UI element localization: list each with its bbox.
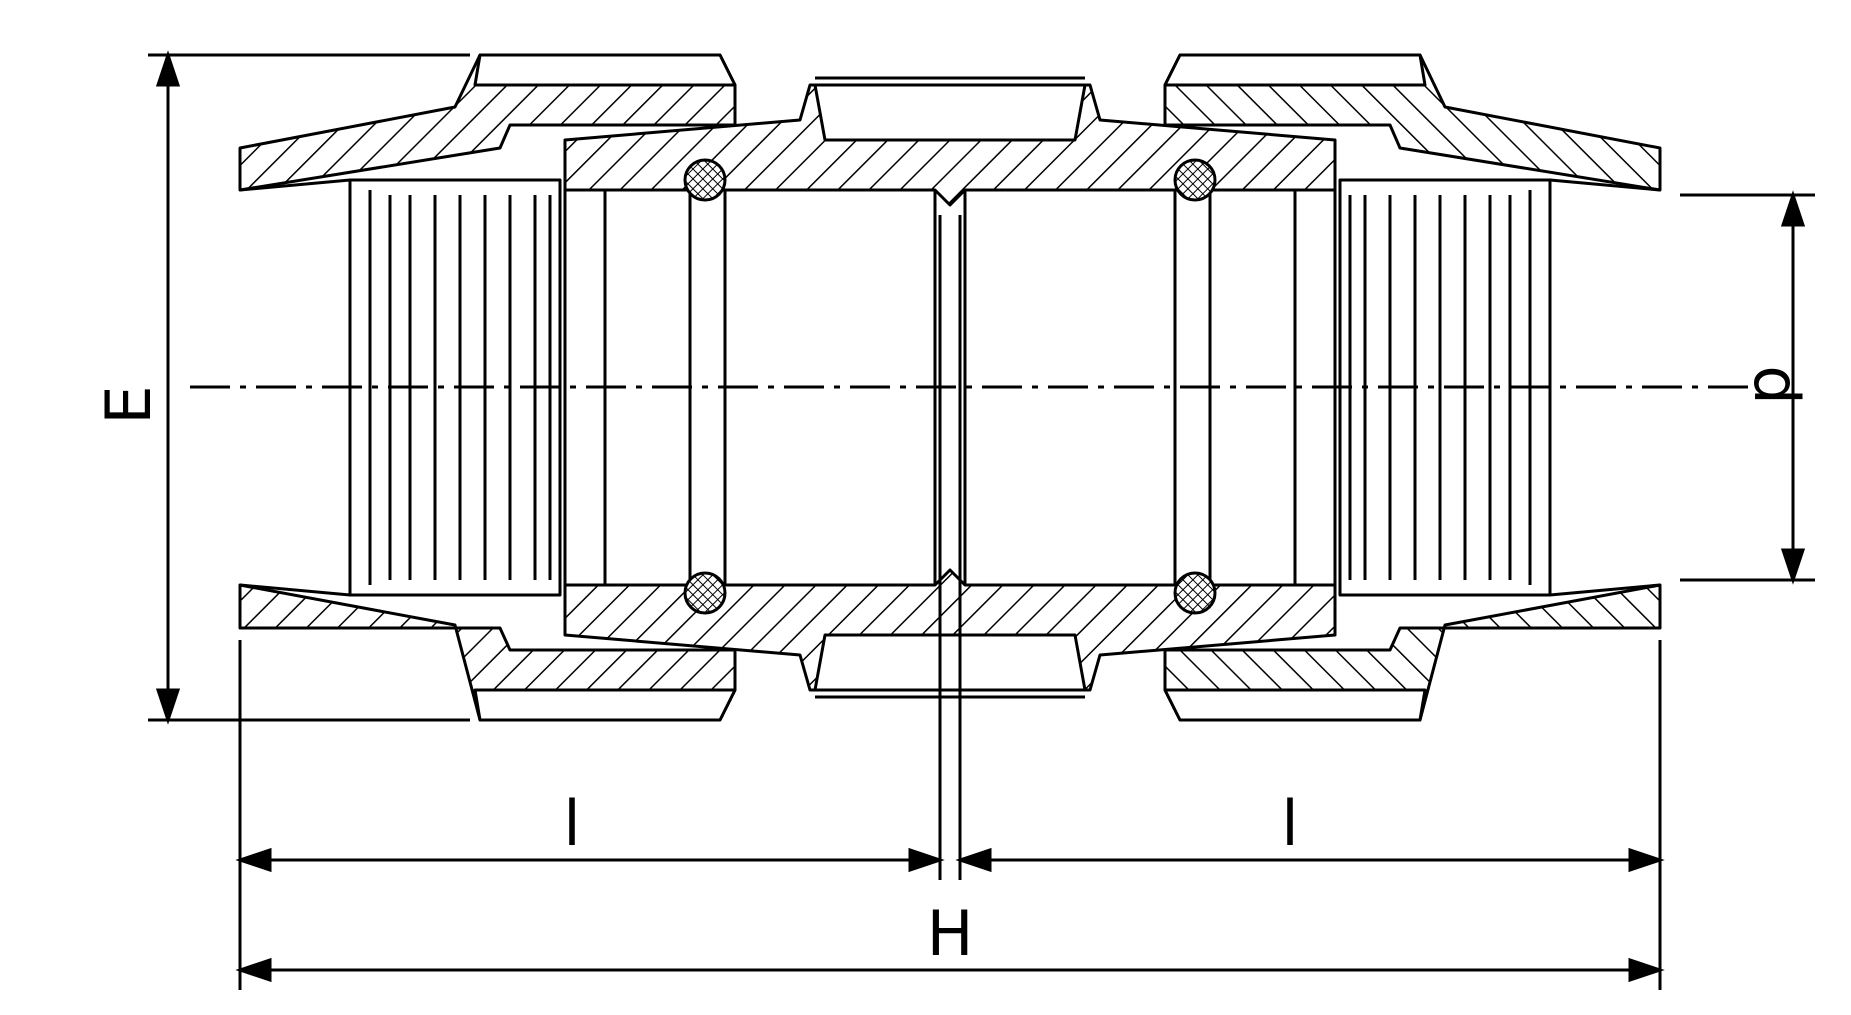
o-ring-left-bottom xyxy=(683,571,727,615)
o-ring-right-top xyxy=(1173,158,1217,202)
right-nut-lower xyxy=(1163,583,1662,722)
dimension-label-d: d xyxy=(1740,365,1813,404)
body-lower xyxy=(563,568,1337,699)
dimension-label-H: H xyxy=(927,897,974,970)
right-nut-upper xyxy=(1163,53,1662,192)
dimension-label-E: E xyxy=(92,385,165,424)
dimension-label-l-right: l xyxy=(1281,787,1298,860)
left-nut-lower xyxy=(238,583,737,722)
left-nut-upper xyxy=(238,53,737,192)
dimension-label-l-left: l xyxy=(563,787,580,860)
body-upper xyxy=(563,76,1337,207)
o-ring-left-top xyxy=(683,158,727,202)
o-ring-right-bottom xyxy=(1173,571,1217,615)
